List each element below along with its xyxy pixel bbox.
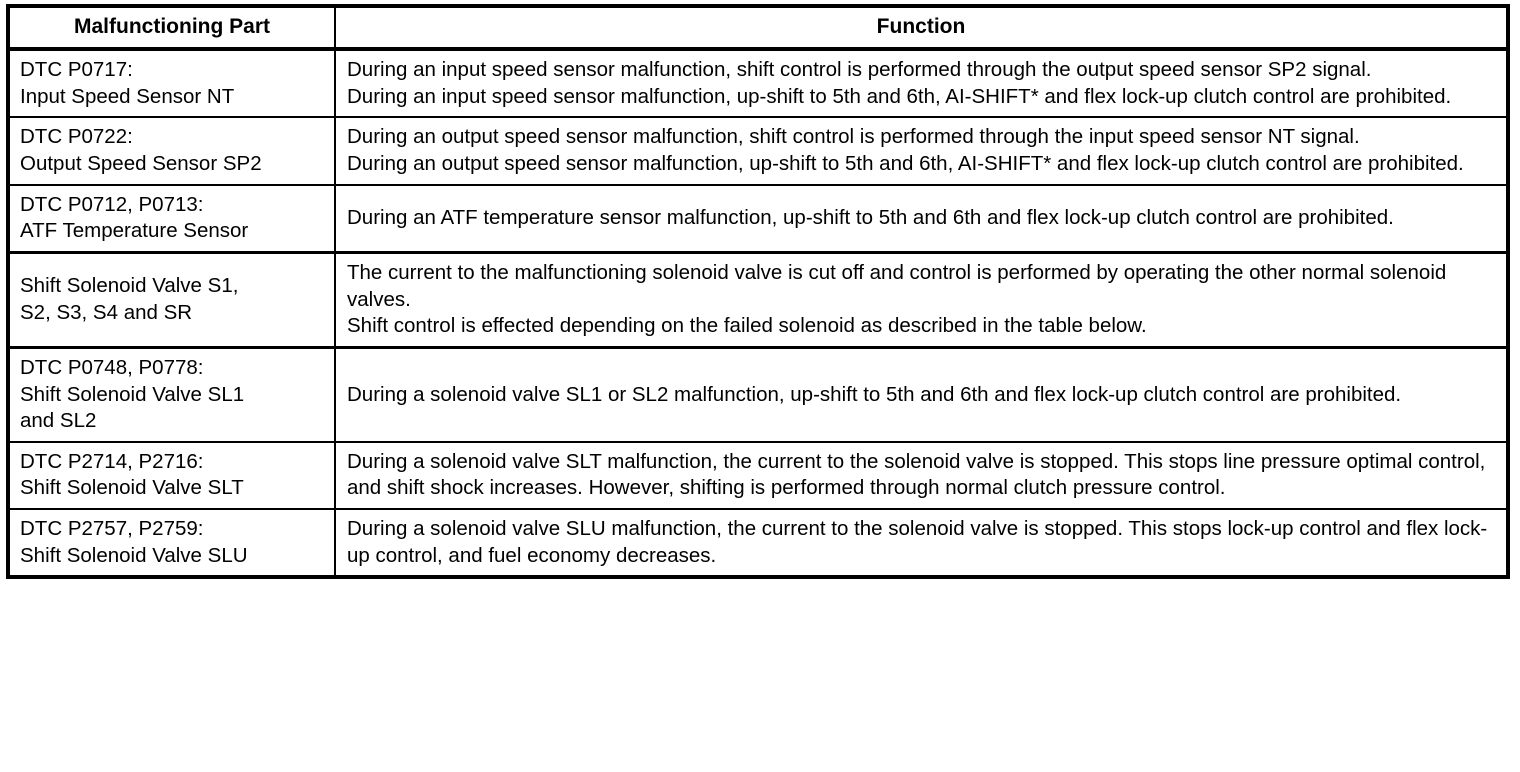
table-row: DTC P2757, P2759: Shift Solenoid Valve S… bbox=[8, 508, 1508, 578]
cell-function: During a solenoid valve SLT malfunction,… bbox=[335, 440, 1508, 510]
table-row: DTC P2714, P2716: Shift Solenoid Valve S… bbox=[8, 440, 1508, 510]
cell-malfunctioning-part: Shift Solenoid Valve S1, S2, S3, S4 and … bbox=[8, 250, 336, 348]
fail-safe-function-table: Malfunctioning Part Function DTC P0717: … bbox=[6, 4, 1510, 580]
table-row: DTC P0717: Input Speed Sensor NT During … bbox=[8, 49, 1508, 118]
table-header: Malfunctioning Part Function bbox=[8, 6, 1508, 52]
table-row: DTC P0748, P0778: Shift Solenoid Valve S… bbox=[8, 345, 1508, 442]
cell-function: During an input speed sensor malfunction… bbox=[347, 58, 1452, 108]
table-header-row: Malfunctioning Part Function bbox=[8, 6, 1508, 52]
table-row: DTC P0722: Output Speed Sensor SP2 Durin… bbox=[8, 116, 1508, 185]
cell-malfunctioning-part: DTC P0717: Input Speed Sensor NT bbox=[8, 49, 336, 118]
cell-function: During an ATF temperature sensor malfunc… bbox=[335, 183, 1508, 253]
cell-function: During an output speed sensor malfunctio… bbox=[335, 116, 1508, 185]
table-row: Shift Solenoid Valve S1, S2, S3, S4 and … bbox=[8, 250, 1508, 348]
cell-function: During a solenoid valve SLU malfunction,… bbox=[335, 508, 1508, 578]
column-header-function: Function bbox=[335, 6, 1508, 52]
column-header-malfunctioning-part: Malfunctioning Part bbox=[8, 6, 336, 52]
table-row: DTC P0712, P0713: ATF Temperature Sensor… bbox=[8, 183, 1508, 253]
cell-malfunctioning-part: DTC P0722: Output Speed Sensor SP2 bbox=[8, 116, 336, 185]
table-body: DTC P0717: Input Speed Sensor NT During … bbox=[8, 49, 1508, 578]
cell-function: The current to the malfunctioning soleno… bbox=[335, 250, 1508, 348]
cell-malfunctioning-part: DTC P0712, P0713: ATF Temperature Sensor bbox=[8, 183, 336, 253]
cell-function: During a solenoid valve SL1 or SL2 malfu… bbox=[335, 345, 1508, 442]
cell-malfunctioning-part: DTC P2757, P2759: Shift Solenoid Valve S… bbox=[8, 508, 336, 578]
cell-malfunctioning-part: DTC P2714, P2716: Shift Solenoid Valve S… bbox=[8, 440, 336, 510]
cell-malfunctioning-part: DTC P0748, P0778: Shift Solenoid Valve S… bbox=[8, 345, 336, 442]
